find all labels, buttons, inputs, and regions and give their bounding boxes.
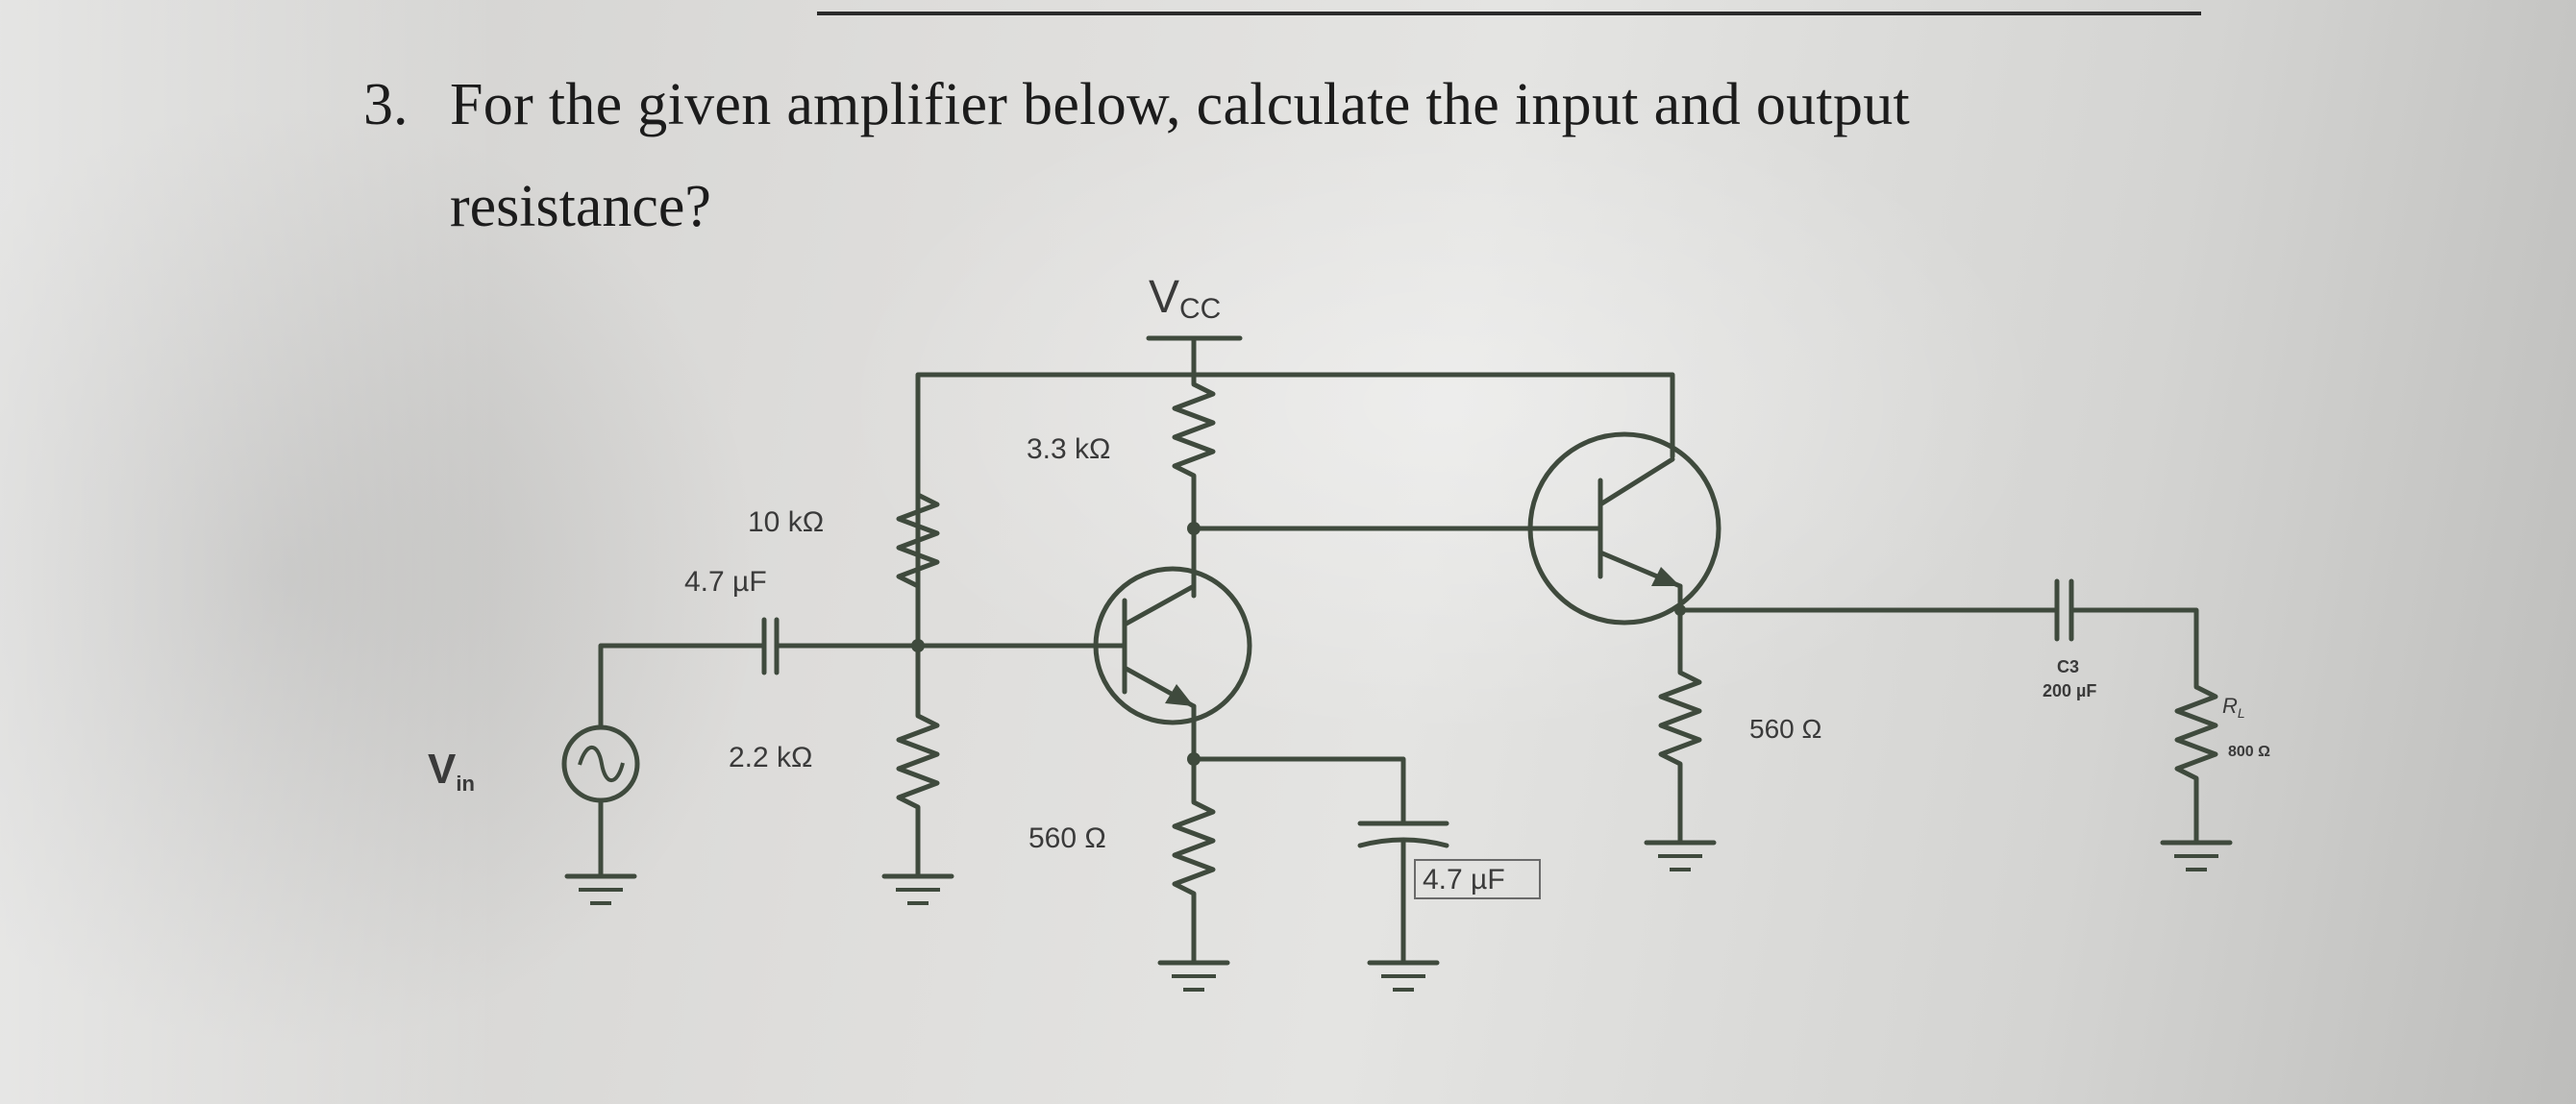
resistor-r1 bbox=[896, 478, 940, 599]
resistor-re2 bbox=[1658, 650, 1702, 844]
capacitor-input bbox=[761, 617, 921, 675]
question-line-2: resistance? bbox=[450, 174, 711, 239]
cin-label: 4.7 µF bbox=[684, 566, 767, 598]
capacitor-bypass bbox=[1357, 821, 1449, 992]
vcc-label: VCC bbox=[1149, 272, 1221, 325]
question-number: 3. bbox=[363, 72, 409, 137]
vcc-terminal bbox=[1146, 335, 1243, 378]
ground-symbol-rl bbox=[2160, 840, 2233, 871]
transistor-q1 bbox=[1093, 566, 1252, 725]
ground-symbol-re1 bbox=[1157, 960, 1230, 992]
capacitor-c3 bbox=[2054, 578, 2199, 680]
junction-dot-base bbox=[911, 639, 925, 652]
rl-name-label: RL bbox=[2222, 694, 2245, 721]
c3-name-label: C3 bbox=[2057, 657, 2079, 676]
resistor-rl bbox=[2174, 675, 2218, 844]
re2-label: 560 Ω bbox=[1749, 714, 1821, 744]
paper-shading bbox=[0, 0, 500, 1104]
resistor-re1 bbox=[1172, 756, 1216, 964]
ac-source-vin bbox=[561, 643, 767, 905]
re1-label: 560 Ω bbox=[1028, 822, 1106, 854]
resistor-rc bbox=[1172, 372, 1216, 599]
transistor-q2 bbox=[1527, 431, 1721, 626]
resistor-r2 bbox=[896, 679, 940, 877]
rl-value-label: 800 Ω bbox=[2228, 744, 2270, 760]
r2-label: 2.2 kΩ bbox=[729, 742, 812, 773]
question-line-1: For the given amplifier below, calculate… bbox=[450, 72, 1911, 137]
bypass-wire bbox=[1191, 756, 1406, 824]
ground-symbol-re2 bbox=[1644, 840, 1717, 871]
ground-symbol-r2 bbox=[881, 873, 954, 905]
top-rule-line bbox=[817, 12, 2201, 15]
c3-value-label: 200 µF bbox=[2043, 681, 2096, 700]
cbypass-label-box bbox=[1414, 859, 1541, 899]
r1-label: 10 kΩ bbox=[748, 506, 824, 538]
cbypass-label: 4.7 µF bbox=[1423, 864, 1505, 895]
vin-label: Vin bbox=[428, 746, 475, 796]
rc-label: 3.3 kΩ bbox=[1027, 433, 1110, 465]
